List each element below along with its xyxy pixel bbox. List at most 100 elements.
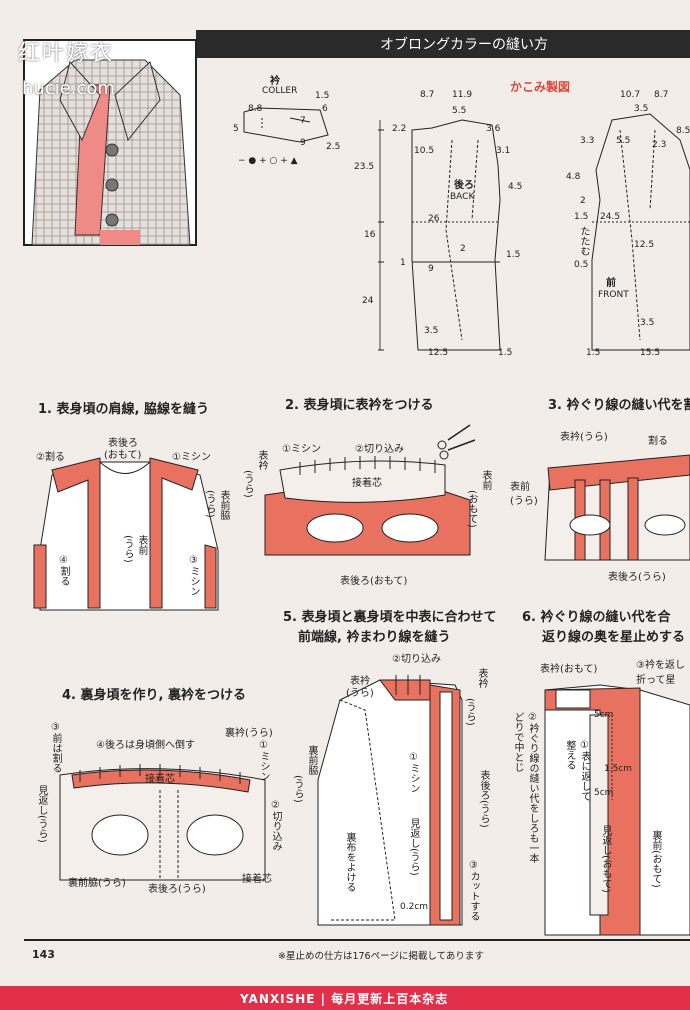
label: 表後ろ <box>108 438 138 449</box>
bottom-bar <box>0 986 690 1010</box>
label: 表衿(うら) <box>560 432 608 443</box>
dim: 23.5 <box>354 162 375 172</box>
step6-heading-2: 返り線の奥を星止めする <box>542 630 686 645</box>
label: 接着芯 <box>242 874 272 885</box>
front-pattern <box>591 113 690 351</box>
step5-diagram <box>317 675 463 926</box>
label: 表衿 <box>476 668 487 688</box>
back-label: 後ろ <box>454 180 474 191</box>
label: 裏前脇 <box>306 745 317 775</box>
step1-heading: 1. 表身頃の肩線, 脇線を縫う <box>38 402 209 417</box>
step3-diagram <box>544 454 690 561</box>
dim: 12.5 <box>634 240 655 250</box>
dim: 8.5 <box>676 126 690 136</box>
dim: 3.5 <box>424 326 439 336</box>
step5-heading-2: 前端線, 衿まわり線を縫う <box>298 630 451 645</box>
dim: 10.5 <box>414 146 435 156</box>
dim: 12.5 <box>428 348 449 358</box>
label: (うら) <box>122 535 133 563</box>
label: 見返し(おもて) <box>600 825 611 893</box>
label: 接着芯 <box>352 478 382 489</box>
label: ②切り込み <box>355 444 404 455</box>
page-title: オブロングカラーの縫い方 <box>380 37 548 53</box>
step5-heading-1: 5. 表身頃と裏身頃を中表に合わせて <box>283 610 497 625</box>
dim: 4.8 <box>566 172 581 182</box>
dim: 2.5 <box>326 142 341 152</box>
label: 見返し(うら) <box>408 818 419 876</box>
front-label-en: FRONT <box>598 290 629 300</box>
label: ①ミシン <box>172 452 211 463</box>
label: 裏布をよける <box>344 832 355 892</box>
dim: 3.1 <box>496 146 511 156</box>
label: (うら) <box>242 470 253 498</box>
dim: 26 <box>428 214 440 224</box>
label: ④割る <box>58 555 69 586</box>
page-number: 143 <box>32 948 55 961</box>
label: (うら) <box>510 496 538 507</box>
label: 表前 <box>136 535 147 555</box>
jacket-illustration <box>23 39 197 246</box>
label: 裏前脇(うら) <box>68 878 126 889</box>
label: 表衿 <box>350 676 370 687</box>
label: 見返し(うら) <box>36 785 47 843</box>
dim: 1.5 <box>506 250 521 260</box>
label: ①ミシン <box>258 740 269 781</box>
dim: 4.5 <box>508 182 523 192</box>
label: ②衿ぐり線の縫い代をしろも一本どりで中とじ <box>512 712 538 863</box>
dim: 10.7 <box>620 90 641 100</box>
dim: 8.7 <box>654 90 669 100</box>
back-pattern <box>378 119 501 351</box>
label: ②割る <box>36 452 65 463</box>
collar-label-en: COLLER <box>262 86 298 96</box>
dim: 1 <box>400 258 406 268</box>
bottom-bar-text: YANXISHE | 每月更新上百本杂志 <box>240 992 449 1006</box>
dim: 3.3 <box>580 136 595 146</box>
dim: 0.5 <box>574 260 589 270</box>
footer-note: ※星止めの仕方は176ページに掲載してあります <box>278 951 484 962</box>
label: 表後ろ(おもて) <box>340 576 408 587</box>
label: 接着芯 <box>145 774 175 785</box>
collar-label: 衿 <box>270 76 280 87</box>
label: (おもて) <box>466 490 477 528</box>
label: 表後ろ(うら) <box>478 770 489 828</box>
step6-heading-1: 6. 衿ぐり線の縫い代を合 <box>522 610 671 625</box>
step4-diagram <box>59 764 266 881</box>
dim: 8.7 <box>420 90 435 100</box>
dim: 1.5 <box>586 348 601 358</box>
dim: 2.3 <box>652 140 667 150</box>
label: 表後ろ(うら) <box>148 884 206 895</box>
dim: 16 <box>364 230 376 240</box>
label: ②切り込み <box>392 654 441 665</box>
watermark-url: hucie.com <box>22 78 115 99</box>
dim: 1.5 <box>574 212 589 222</box>
dim: 9 <box>300 138 306 148</box>
label: ③ミシン <box>188 555 199 596</box>
header-bar <box>196 30 690 58</box>
label: 5cm <box>594 710 614 720</box>
label: (うら) <box>464 698 475 726</box>
label: ②切り込み <box>270 800 281 851</box>
label: ③前は割る <box>50 722 61 773</box>
dim: 11.9 <box>452 90 473 100</box>
label: (おもて) <box>104 450 142 461</box>
dim: 3.5 <box>634 104 649 114</box>
label: 1.5cm <box>604 764 633 774</box>
tatamu-label: たたむ <box>578 226 589 256</box>
dim: 3.5 <box>640 318 655 328</box>
step3-heading: 3. 衿ぐり線の縫い代を割 <box>548 398 690 413</box>
back-label-en: BACK <box>450 192 475 202</box>
label: ①ミシン <box>282 444 321 455</box>
label: 5cm <box>594 788 614 798</box>
dim: 3.6 <box>486 124 501 134</box>
dim: 8.8 <box>248 104 263 114</box>
dim: 5 <box>233 124 239 134</box>
dim: 2 <box>460 244 466 254</box>
step2-heading: 2. 表身頃に表衿をつける <box>285 398 434 413</box>
label: 表衿(おもて) <box>540 664 598 675</box>
dim: 15.5 <box>640 348 661 358</box>
label: ①ミシン <box>408 752 419 793</box>
legend-symbols: − ● + ○ + ▲ <box>238 156 298 166</box>
label: 表前 <box>480 470 491 490</box>
dim: 9 <box>428 264 434 274</box>
